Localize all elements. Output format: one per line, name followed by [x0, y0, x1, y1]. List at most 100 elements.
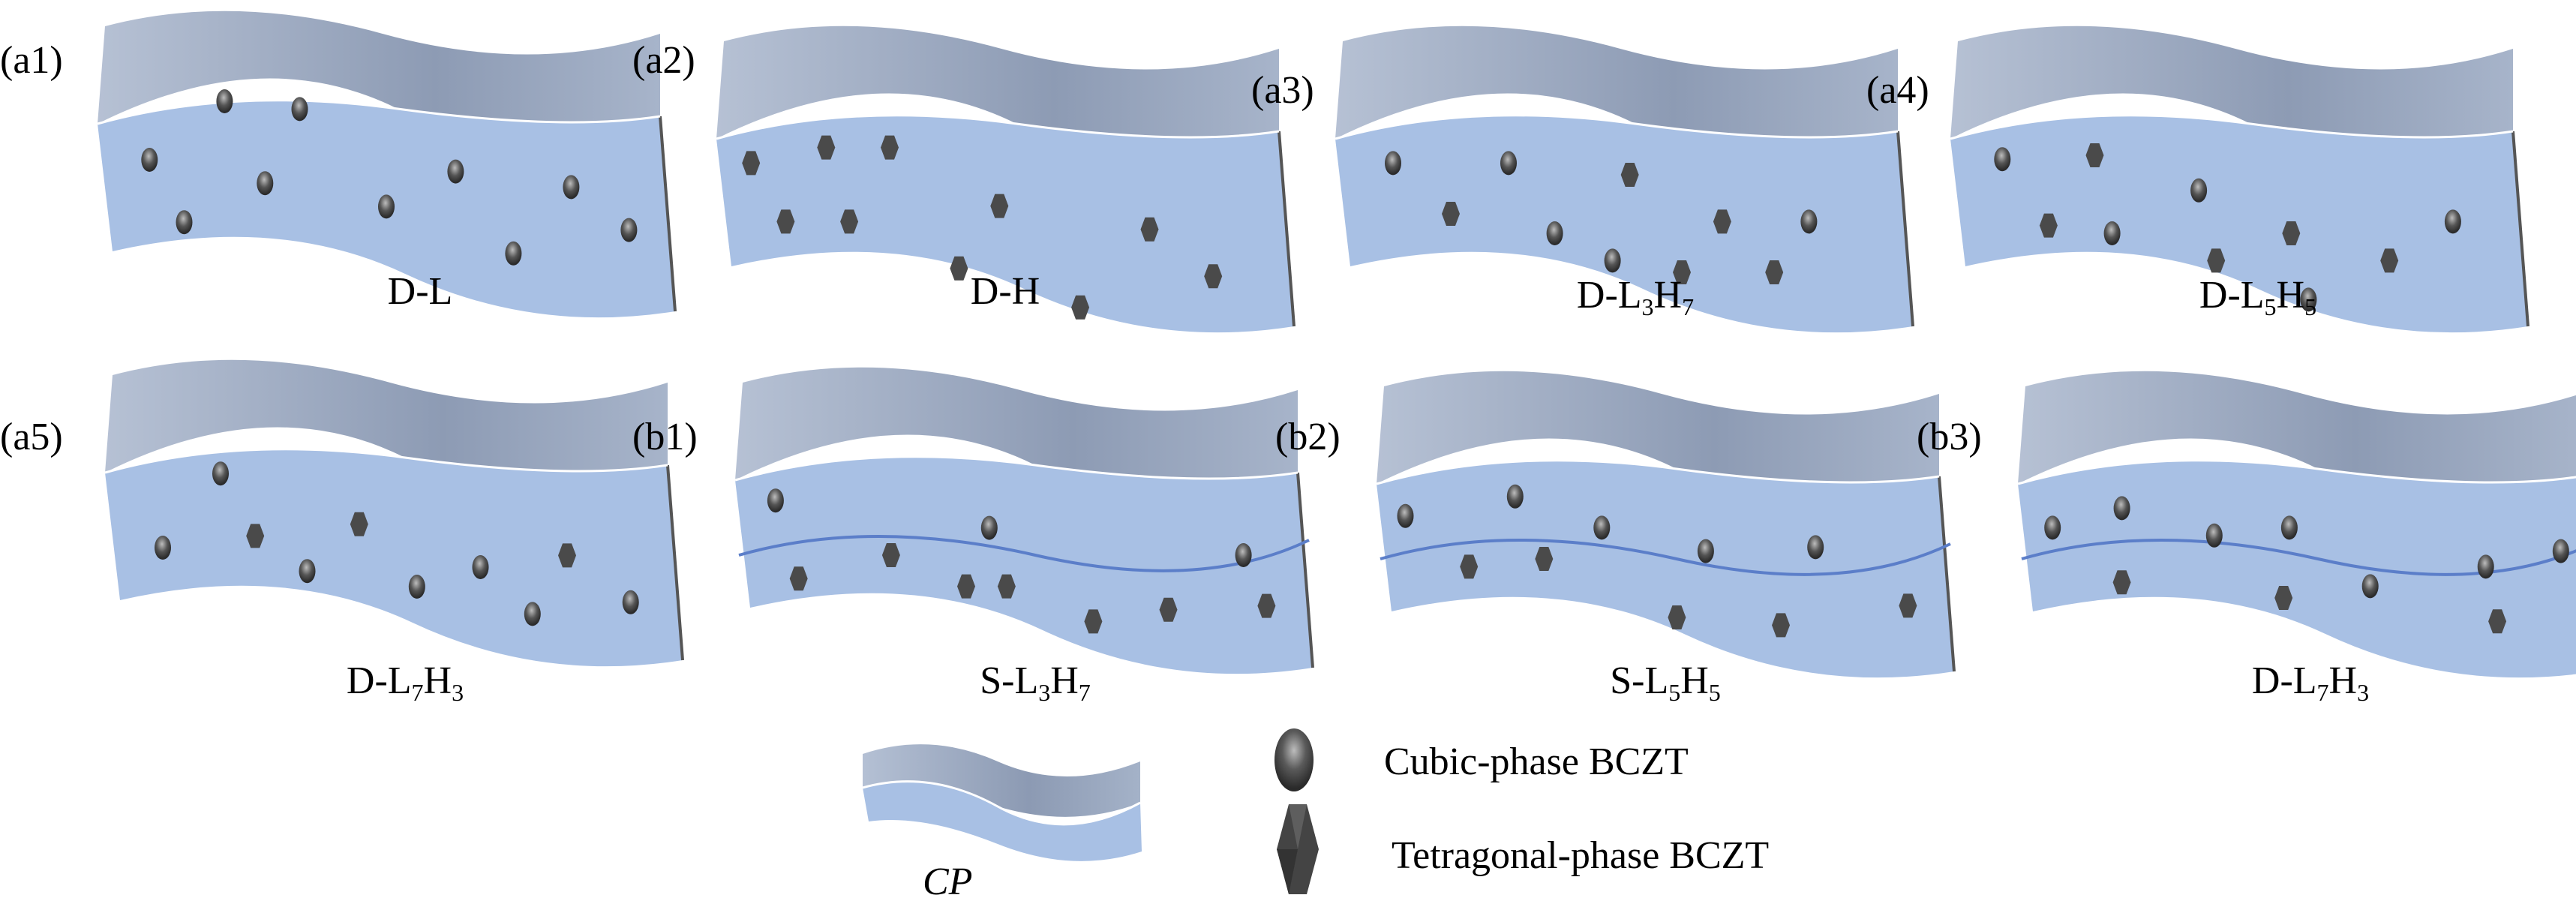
front-face [1377, 460, 1954, 678]
top-surface [2018, 371, 2576, 505]
tetragonal-particle-icon [2039, 213, 2058, 238]
tetragonal-particle-icon [742, 151, 761, 176]
tetragonal-particle-icon [2207, 248, 2226, 273]
tetragonal-particle-icon [350, 512, 368, 536]
cubic-particle-icon [1500, 151, 1517, 176]
tetragonal-particle-icon [1159, 597, 1178, 622]
cubic-particle-icon [1506, 484, 1524, 509]
cubic-particle-icon [2444, 209, 2461, 234]
tetragonal-particle-icon [1620, 163, 1639, 187]
panel-caption: D-L [387, 270, 453, 313]
layer-interface-line [738, 535, 1310, 572]
cubic-particle-icon [1800, 209, 1818, 234]
cubic-particle-icon [212, 461, 229, 486]
side-edge [1296, 472, 1314, 668]
cubic-particle-icon [2361, 574, 2379, 599]
composite-film-illustration [1335, 26, 1914, 333]
cubic-particle-icon [2044, 515, 2061, 540]
cubic-particle-icon [2205, 523, 2223, 548]
front-face [716, 115, 1294, 333]
tetragonal-particle-icon [817, 135, 836, 160]
cp-sample-icon [862, 744, 1142, 861]
tetragonal-particle-icon [2488, 609, 2507, 634]
tetragonal-particle-icon [957, 574, 975, 599]
cubic-particle-icon [2552, 539, 2569, 563]
tetragonal-particle-icon [1765, 260, 1784, 284]
tetragonal-particle-icon [789, 566, 808, 591]
tetragonal-particle-icon [558, 543, 576, 568]
cubic-particle-icon [524, 602, 541, 626]
cubic-particle-icon [447, 159, 464, 184]
composite-film-illustration [1376, 371, 1956, 678]
cubic-particle-icon [2103, 221, 2121, 245]
tetragonal-particle-icon [1071, 295, 1090, 320]
cubic-particle-icon [620, 218, 638, 242]
tetragonal-particle-icon [881, 543, 900, 567]
composite-film-illustration [104, 359, 684, 667]
cubic-particle-icon [472, 555, 489, 579]
cubic-particle-icon [1604, 248, 1621, 273]
tetragonal-particle-icon [2274, 586, 2293, 610]
panel-caption: D-L7H3 [2251, 659, 2370, 706]
tetragonal-particle-icon [1535, 547, 1554, 571]
panel-b3 [2003, 364, 2576, 754]
composite-film-illustration [716, 26, 1296, 333]
tetragonal-particle-icon [1084, 609, 1103, 634]
cubic-particle-icon [563, 175, 580, 200]
tetragonal-particle-icon [840, 209, 859, 234]
cubic-particle-icon [408, 575, 425, 599]
cubic-particle-icon [1807, 535, 1824, 560]
surface-highlight [1335, 114, 1899, 140]
top-surface [1335, 26, 1898, 160]
panel-caption: D-H [970, 270, 1040, 313]
side-edge [666, 464, 684, 661]
panel-tag: (a5) [0, 416, 63, 458]
panel-a4 [1935, 19, 2535, 409]
composite-film-illustration [734, 367, 1314, 674]
layer-interface-line [2021, 539, 2576, 576]
panel-tag: (a1) [0, 39, 63, 82]
front-face [1950, 115, 2528, 333]
tetragonal-particle-icon [990, 194, 1009, 218]
panel-tag: (a4) [1866, 69, 1929, 112]
side-edge [1896, 131, 1914, 327]
cubic-particle-icon [767, 488, 784, 513]
tetragonal-phase-label: Tetragonal-phase BCZT [1392, 834, 1770, 877]
cubic-particle-icon [155, 536, 171, 560]
cubic-particle-icon [1994, 147, 2011, 172]
cubic-particle-icon [1697, 539, 1714, 563]
tetragonal-particle-icon [1772, 613, 1790, 638]
tetragonal-particle-icon [2085, 143, 2104, 167]
panel-a5 [90, 353, 690, 743]
hexagon-icon [1277, 804, 1319, 894]
surface-highlight [2017, 459, 2576, 485]
cubic-particle-icon [1546, 221, 1563, 245]
cubic-particle-icon [622, 590, 639, 614]
composite-film-illustration [1950, 26, 2529, 333]
surface-highlight [104, 448, 668, 474]
top-surface [1950, 26, 2513, 160]
panel-b2 [1362, 364, 1962, 754]
panel-caption: D-L3H7 [1576, 274, 1695, 320]
panel-a2 [701, 19, 1302, 409]
cubic-particle-icon [2113, 496, 2130, 521]
tetragonal-particle-icon [776, 209, 795, 234]
cubic-particle-icon [176, 210, 193, 235]
tetragonal-particle-icon [2380, 248, 2399, 273]
panel-caption: D-L7H3 [346, 659, 464, 706]
panel-a3 [1320, 19, 1920, 409]
tetragonal-particle-icon [1257, 593, 1276, 618]
cubic-particle-icon [2190, 178, 2208, 203]
surface-highlight [1376, 459, 1940, 485]
sphere-icon [1274, 728, 1314, 791]
cubic-particle-icon [216, 89, 233, 113]
front-face [2018, 460, 2576, 678]
panel-tag: (b2) [1275, 416, 1341, 458]
surface-highlight [716, 114, 1280, 140]
tetragonal-particle-icon [1140, 217, 1159, 242]
top-surface [1377, 371, 1939, 505]
tetragonal-particle-icon [1204, 264, 1223, 289]
cubic-particle-icon [378, 194, 395, 219]
tetragonal-particle-icon [1673, 260, 1691, 284]
